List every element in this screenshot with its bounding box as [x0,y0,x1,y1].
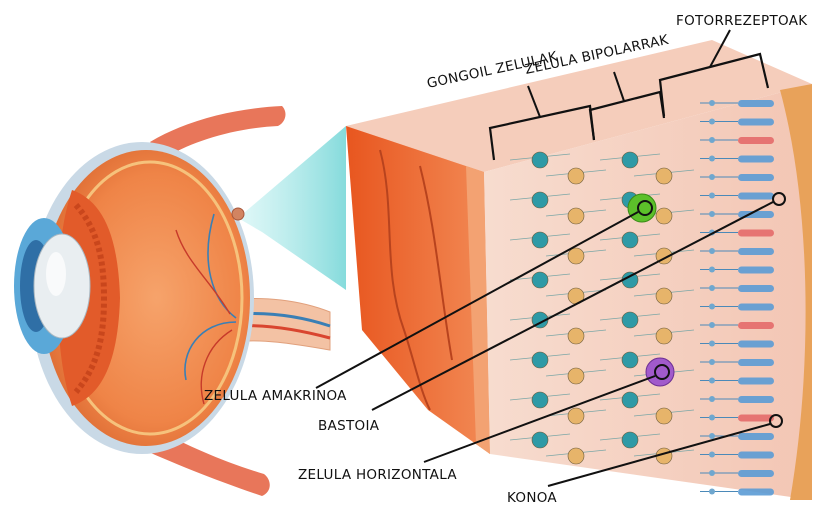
ganglion-cell [532,352,548,368]
bipolar-cell [656,408,672,424]
bipolar-cell [656,208,672,224]
eyeball [14,142,254,454]
bipolar-cell [622,152,638,168]
rod-segment [738,248,774,255]
receptor-nucleus [709,341,715,347]
bipolar-cell [622,312,638,328]
rod-segment [738,119,774,126]
receptor-nucleus [709,174,715,180]
cone-segment [738,230,774,237]
bipolar-cell [622,232,638,248]
ganglion-cell [532,432,548,448]
rod-segment [738,396,774,403]
receptor-nucleus [709,378,715,384]
rod-segment [738,174,774,181]
bipolar-cell [656,168,672,184]
ganglion-cell [568,208,584,224]
rod-segment [738,378,774,385]
ganglion-cell [532,232,548,248]
ganglion-cell [532,152,548,168]
rod-segment [738,341,774,348]
ganglion-cell [568,408,584,424]
magnification-beam [238,126,346,290]
rod-segment [738,304,774,311]
rod-segment [738,470,774,477]
ganglion-cell [532,272,548,288]
receptor-nucleus [709,489,715,495]
receptor-nucleus [709,322,715,328]
ganglion-cell [532,392,548,408]
ganglion-cell [532,192,548,208]
bipolar-cell [622,352,638,368]
receptor-nucleus [709,137,715,143]
receptor-nucleus [709,304,715,310]
ganglion-cell [568,248,584,264]
receptor-nucleus [709,119,715,125]
receptor-nucleus [709,267,715,273]
label-zelula-horizontala: ZELULA HORIZONTALA [298,467,457,483]
label-fotorrezeptoak: FOTORREZEPTOAK [676,13,808,29]
label-konoa: KONOA [507,490,557,506]
rod-segment [738,433,774,440]
cone-segment [738,137,774,144]
receptor-nucleus [709,415,715,421]
bipolar-cell [656,328,672,344]
rod-segment [738,285,774,292]
receptor-nucleus [709,433,715,439]
rod-segment [738,489,774,496]
receptor-nucleus [709,359,715,365]
receptor-nucleus [709,396,715,402]
label-bastoia: BASTOIA [318,418,380,434]
receptor-nucleus [709,193,715,199]
cone-segment [738,415,774,422]
bipolar-cell [622,432,638,448]
receptor-nucleus [709,285,715,291]
receptor-nucleus [709,470,715,476]
ganglion-cell [568,328,584,344]
label-zelula-amakrinoa: ZELULA AMAKRINOA [204,388,347,404]
receptor-nucleus [709,156,715,162]
rod-segment [738,156,774,163]
ganglion-cell [568,368,584,384]
ganglion-cell [568,168,584,184]
rod-segment [738,100,774,107]
rod-segment [738,193,774,200]
receptor-nucleus [709,452,715,458]
rod-segment [738,452,774,459]
rod-segment [738,359,774,366]
rod-segment [738,267,774,274]
cone-segment [738,322,774,329]
ganglion-cell [568,448,584,464]
bipolar-cell [622,392,638,408]
bipolar-cell [656,288,672,304]
receptor-nucleus [709,211,715,217]
receptor-nucleus [709,100,715,106]
receptor-nucleus [709,248,715,254]
